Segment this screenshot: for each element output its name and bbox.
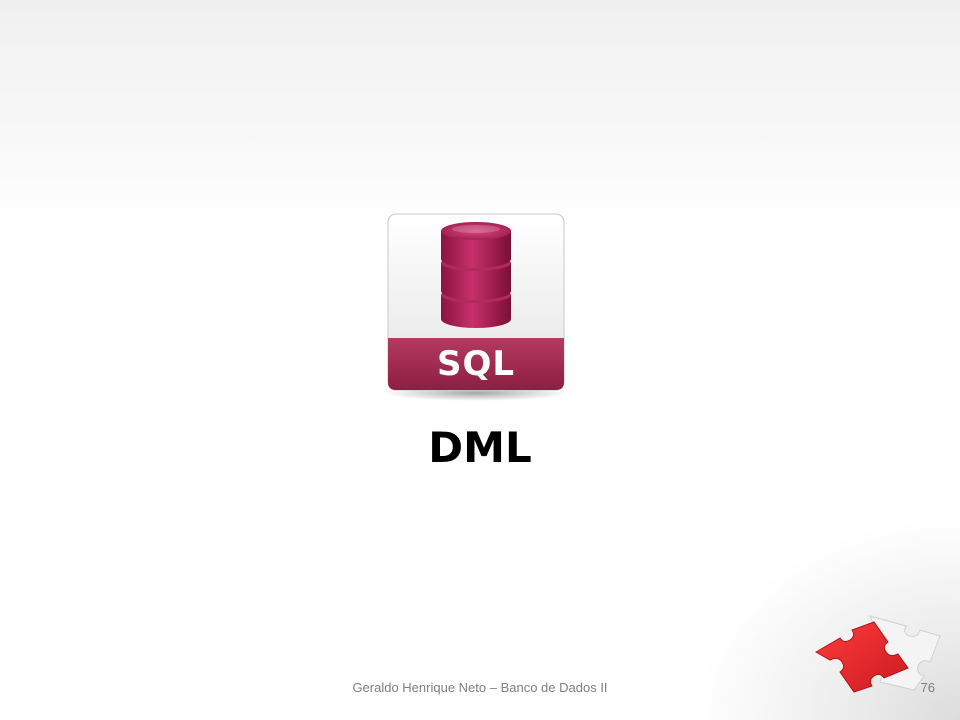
footer-author-course: Geraldo Henrique Neto – Banco de Dados I… — [352, 680, 608, 695]
puzzle-piece-icon — [810, 612, 945, 694]
slide-title: DML — [428, 423, 532, 472]
sql-database-file-icon — [373, 201, 579, 403]
page-number: 76 — [920, 680, 935, 695]
sql-icon-caption: SQL — [436, 344, 516, 384]
